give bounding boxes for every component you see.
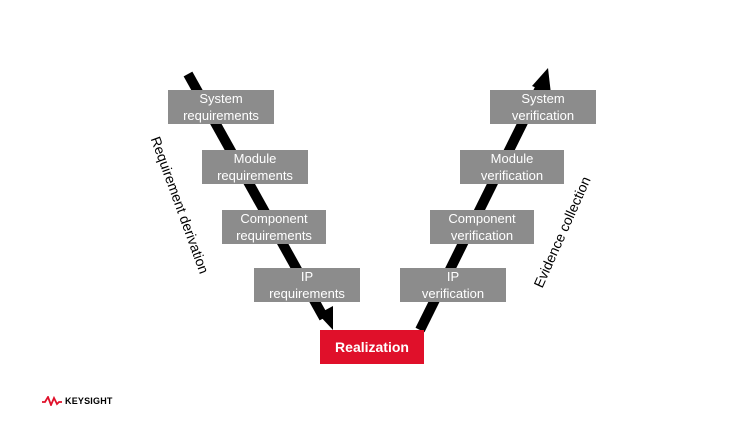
box-label-line1: Module bbox=[490, 151, 534, 166]
box-label-line1: IP bbox=[300, 269, 314, 284]
box-label-line1: Component bbox=[240, 211, 308, 226]
box-label-line2: verification bbox=[480, 168, 544, 183]
box-label-line2: verification bbox=[421, 286, 485, 301]
left-down-arrowhead bbox=[318, 306, 333, 330]
box-label-line2: verification bbox=[450, 228, 514, 243]
logo-text: KEYSIGHT bbox=[65, 396, 113, 406]
ip-verification-box: IP verification bbox=[400, 268, 506, 302]
box-label-line2: requirements bbox=[269, 286, 345, 301]
keysight-logo: KEYSIGHT bbox=[42, 396, 113, 406]
box-label-line1: IP bbox=[446, 269, 460, 284]
module-requirements-box: Module requirements bbox=[202, 150, 308, 184]
component-verification-box: Component verification bbox=[430, 210, 534, 244]
box-label-line1: System bbox=[521, 91, 565, 106]
module-verification-box: Module verification bbox=[460, 150, 564, 184]
box-label-line1: Component bbox=[448, 211, 516, 226]
component-requirements-box: Component requirements bbox=[222, 210, 326, 244]
box-label-line2: requirements bbox=[236, 228, 312, 243]
ip-requirements-box: IP requirements bbox=[254, 268, 360, 302]
system-verification-box: System verification bbox=[490, 90, 596, 124]
box-label-line1: System bbox=[199, 91, 243, 106]
keysight-wave-icon bbox=[42, 396, 62, 406]
box-label-line2: verification bbox=[511, 108, 575, 123]
right-up-arrowhead bbox=[532, 68, 551, 94]
box-label-line2: requirements bbox=[217, 168, 293, 183]
system-requirements-box: System requirements bbox=[168, 90, 274, 124]
box-label-line2: requirements bbox=[183, 108, 259, 123]
box-label-line1: Module bbox=[233, 151, 277, 166]
realization-box: Realization bbox=[320, 330, 424, 364]
